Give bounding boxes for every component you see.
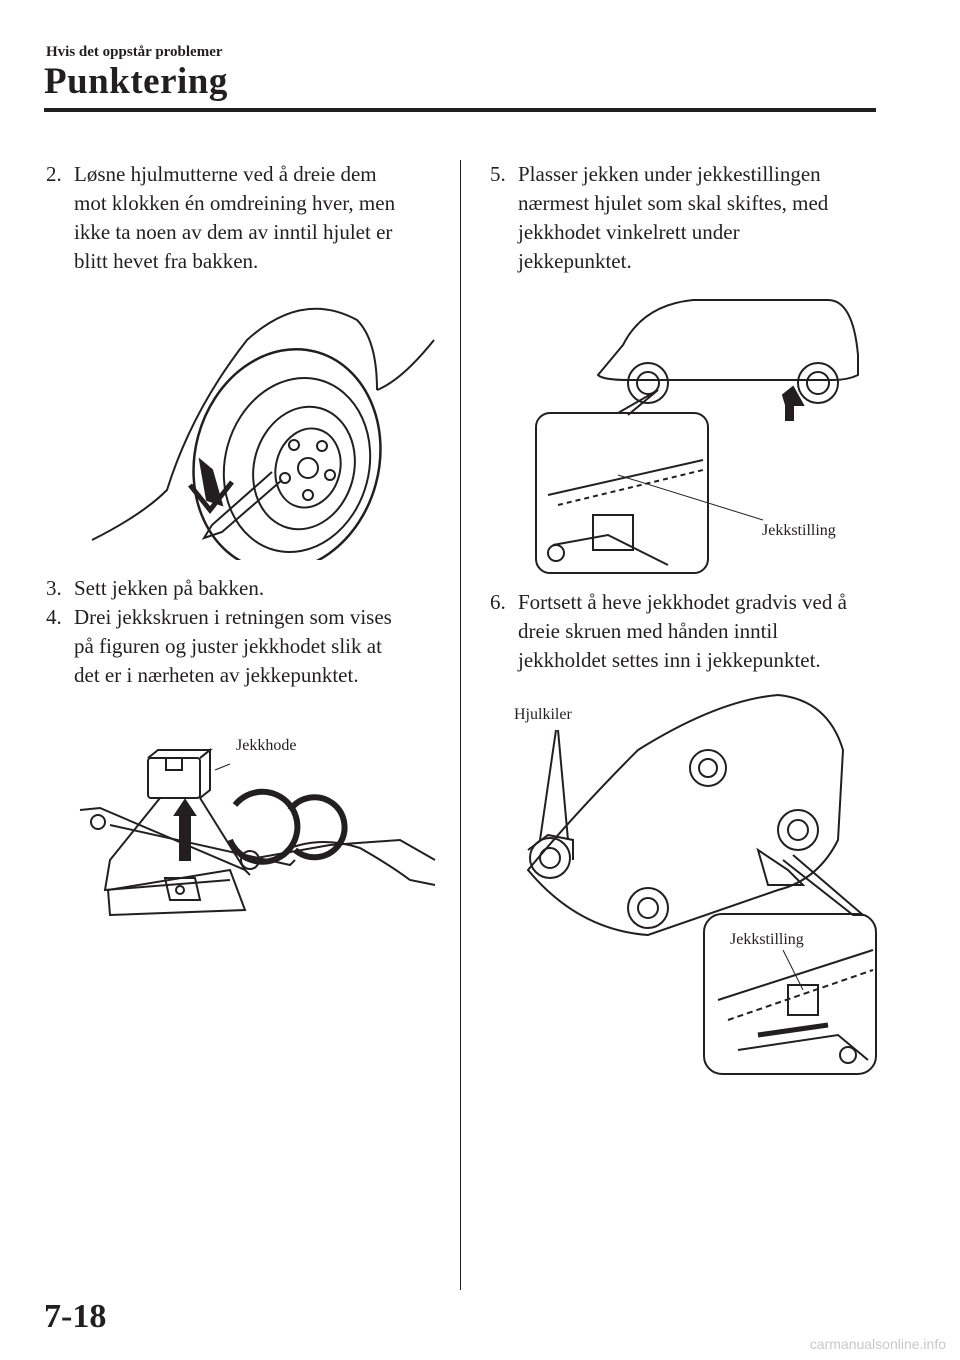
step-text-line: det er i nærheten av jekkepunktet.	[74, 663, 359, 687]
step-number: 2.	[46, 162, 62, 186]
step-text-line: jekkepunktet.	[518, 249, 632, 273]
step-text-line: Løsne hjulmutterne ved å dreie dem	[74, 162, 377, 186]
car-jack-point-illustration	[535, 299, 859, 574]
column-divider	[460, 160, 461, 1290]
jack-head-label: Jekkhode	[236, 737, 297, 754]
title-rule	[44, 108, 876, 112]
step-number: 4.	[46, 605, 62, 629]
jack-point-detail-label: Jekkstilling	[730, 931, 804, 948]
step-text-line: dreie skruen med hånden inntil	[518, 619, 779, 643]
section-header: Hvis det oppstår problemer	[46, 44, 223, 60]
step-text-line: Sett jekken på bakken.	[74, 576, 265, 600]
page-title: Punktering	[44, 61, 228, 102]
step-text-line: Fortsett å heve jekkhodet gradvis ved å	[518, 590, 847, 614]
step-number: 5.	[490, 162, 506, 186]
step-text-line: blitt hevet fra bakken.	[74, 249, 259, 273]
step-text-line: jekkholdet settes inn i jekkepunktet.	[518, 648, 821, 672]
scissor-jack-illustration	[79, 747, 436, 917]
step-number: 3.	[46, 576, 62, 600]
wheel-chocks-label: Hjulkiler	[514, 706, 572, 723]
step-text-line: Drei jekkskruen i retningen som vises	[74, 605, 392, 629]
car-wheel-chocks-illustration	[526, 693, 877, 1075]
step-text-line: mot klokken én omdreining hver, men	[74, 191, 396, 215]
step-text-line: nærmest hjulet som skal skiftes, med	[518, 191, 829, 215]
step-text-line: ikke ta noen av dem av inntil hjulet er	[74, 220, 393, 244]
step-text-line: Plasser jekken under jekkestillingen	[518, 162, 821, 186]
step-number: 6.	[490, 590, 506, 614]
wheel-nut-illustration	[91, 307, 435, 560]
watermark-footer: carmanualsonline.info	[809, 1336, 946, 1352]
step-text-line: jekkhodet vinkelrett under	[518, 220, 740, 244]
step-text-line: på figuren og juster jekkhodet slik at	[74, 634, 382, 658]
page-number: 7-18	[44, 1298, 107, 1335]
jack-point-label: Jekkstilling	[762, 522, 836, 539]
